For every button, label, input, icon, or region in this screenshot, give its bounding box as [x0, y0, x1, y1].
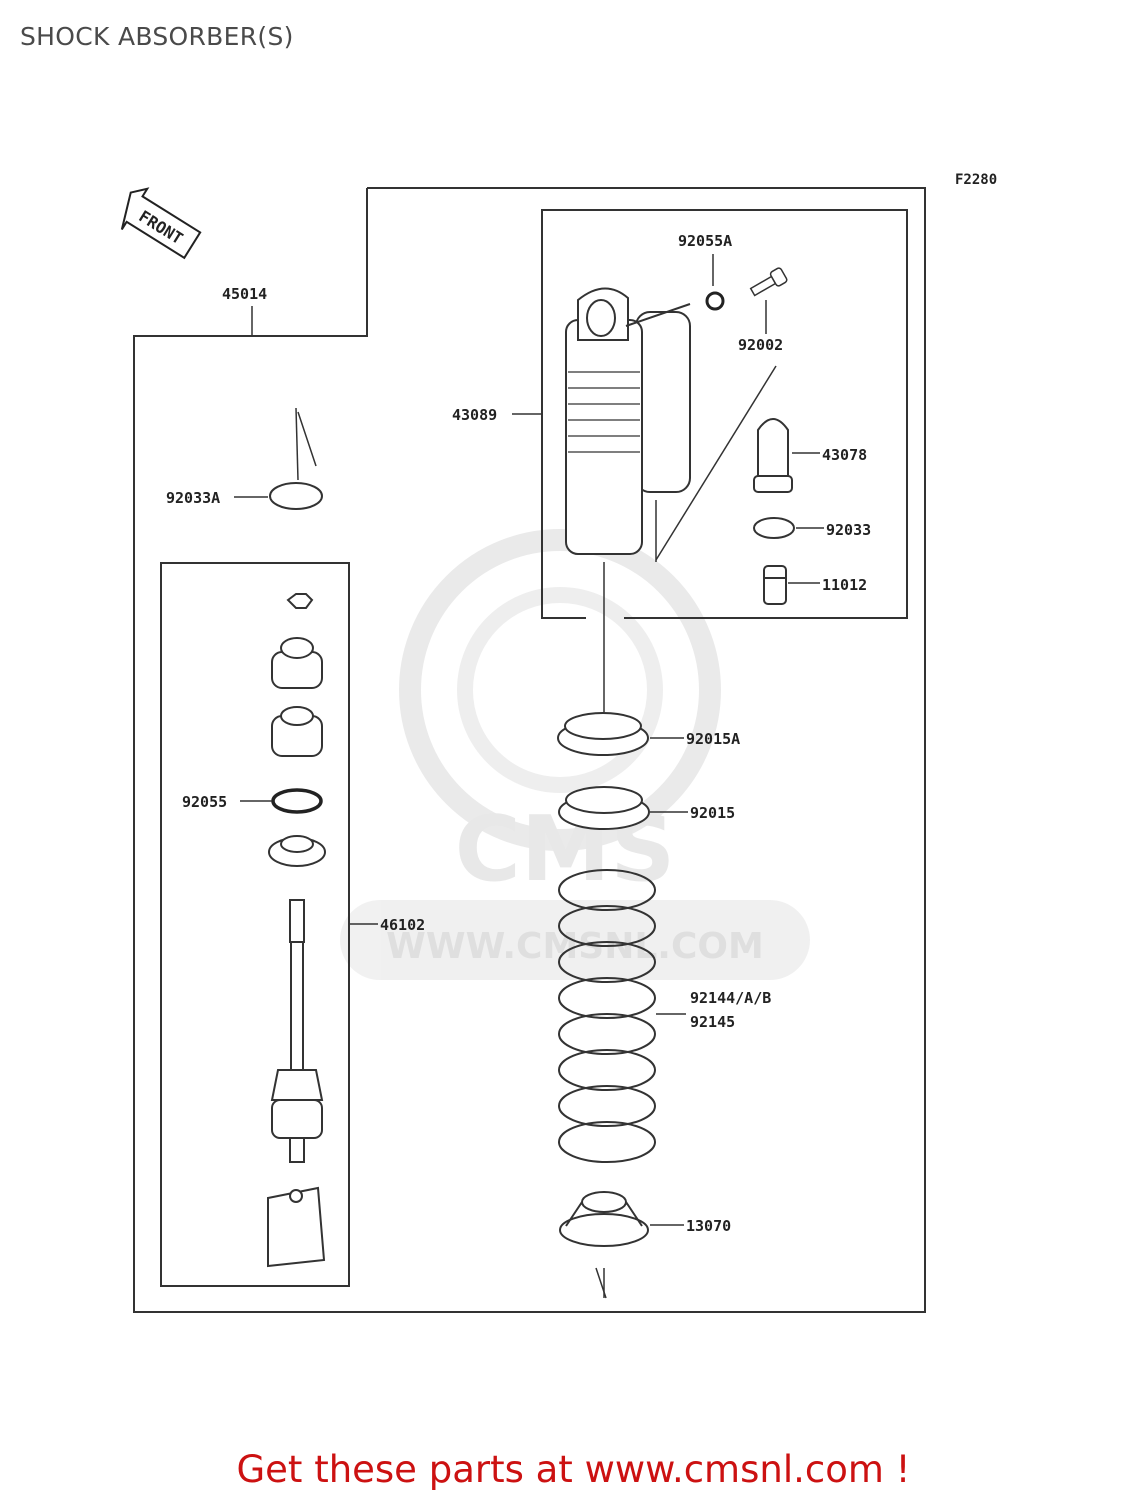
rod-assembly-46102: [267, 593, 326, 1268]
label-92033A: 92033A: [166, 489, 220, 507]
front-arrow-icon: FRONT: [120, 187, 202, 260]
label-13070: 13070: [686, 1217, 731, 1235]
watermark: CMS WWW.CMSNL.COM: [340, 529, 810, 980]
label-92015A: 92015A: [686, 730, 740, 748]
valve-11012: [763, 565, 787, 605]
label-92055: 92055: [182, 793, 227, 811]
spring-92144: [558, 869, 656, 1163]
label-92145: 92145: [690, 1013, 735, 1031]
label-11012: 11012: [822, 576, 867, 594]
seat-13070: [559, 1191, 649, 1247]
cap-43078: [753, 418, 793, 493]
frame-43089: [541, 209, 908, 619]
label-92055A: 92055A: [678, 232, 732, 250]
label-92015: 92015: [690, 804, 735, 822]
label-92002: 92002: [738, 336, 783, 354]
label-92033: 92033: [826, 521, 871, 539]
label-46102: 46102: [380, 916, 425, 934]
locknut-92015: [558, 786, 650, 830]
bolt-92002: [749, 267, 788, 297]
label-43089: 43089: [452, 406, 497, 424]
circlip-92033: [753, 517, 795, 539]
page-title: SHOCK ABSORBER(S): [20, 22, 294, 51]
figure-code: F2280: [955, 172, 997, 188]
frame-45014: [133, 187, 926, 1313]
label-92144: 92144/A/B: [690, 989, 771, 1007]
footer-cta-link[interactable]: Get these parts at www.cmsnl.com !: [236, 1448, 911, 1491]
circlip-92033A: [269, 482, 323, 510]
o-ring-92055: [271, 788, 323, 814]
o-ring-92055A: [705, 291, 725, 311]
shock-body: [565, 287, 691, 555]
locknut-92015A: [557, 712, 649, 756]
label-43078: 43078: [822, 446, 867, 464]
label-45014: 45014: [222, 285, 267, 303]
